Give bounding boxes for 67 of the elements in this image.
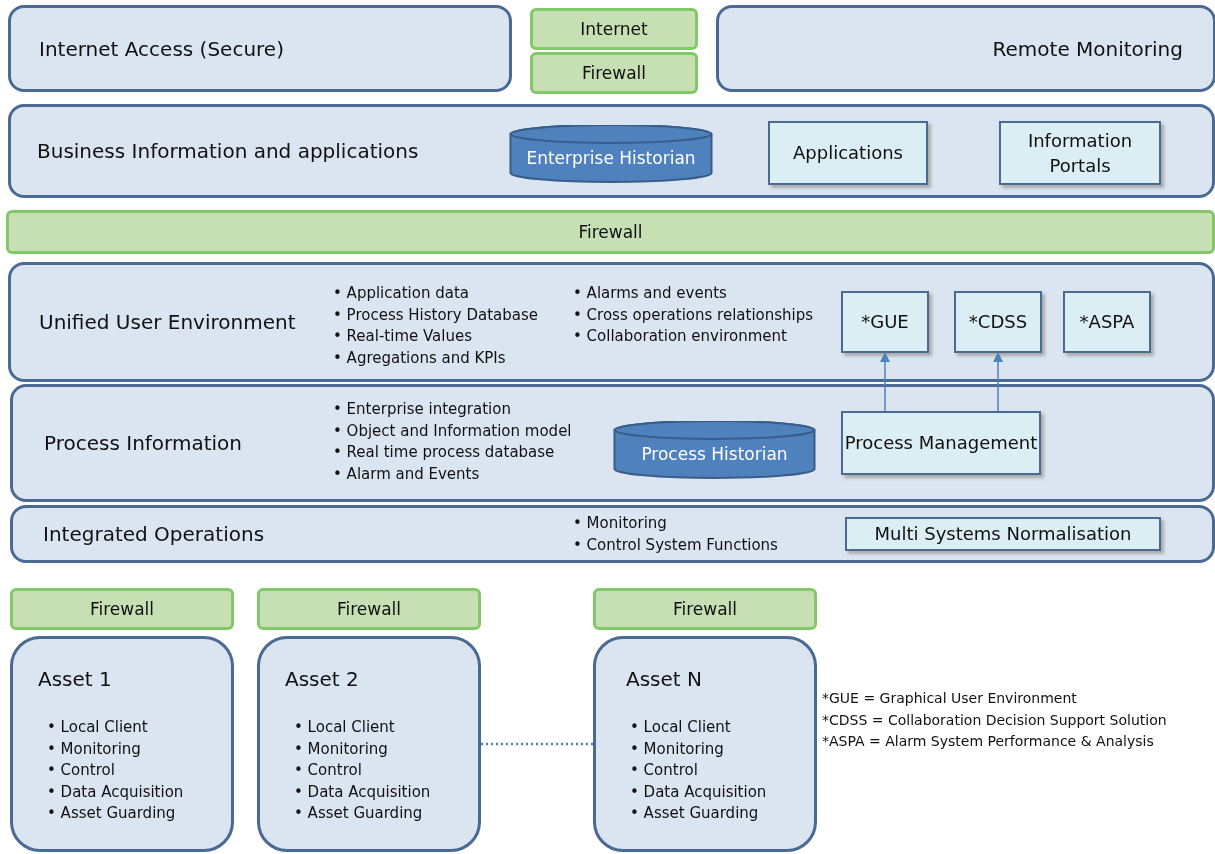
bullet-item: • Local Client: [294, 717, 396, 738]
bullet-item: • Monitoring: [294, 738, 389, 760]
module-box: Applications: [768, 121, 928, 185]
layer-panel: [716, 5, 1215, 92]
bullet-item: • Local Client: [47, 717, 149, 738]
bullet-item: • Control: [47, 760, 116, 781]
bullet-item: • Object and Information model: [333, 420, 572, 442]
bullet-item: • Control: [630, 760, 699, 781]
layer-heading: Asset 2: [285, 667, 359, 691]
asset-card: [257, 636, 481, 852]
firewall-box: Firewall: [10, 588, 234, 630]
arrow: [879, 351, 891, 412]
bullet-item: • Real-time Values: [333, 326, 474, 347]
layer-panel: [10, 505, 1215, 563]
bullet-item: • Local Client: [630, 717, 732, 738]
layer-panel: [8, 104, 1215, 198]
bullet-item: • Asset Guarding: [47, 803, 177, 824]
module-box: Multi Systems Normalisation: [845, 517, 1161, 551]
layer-heading: Process Information: [44, 431, 242, 455]
bullet-item: • Enterprise integration: [333, 399, 512, 420]
layer-heading: Business Information and applications: [37, 139, 419, 163]
bullet-item: • Monitoring: [573, 513, 668, 534]
bullet-item: • Agregations and KPIs: [333, 347, 507, 369]
module-box: Information Portals: [999, 121, 1161, 185]
firewall-box: Firewall: [593, 588, 817, 630]
module-box: *CDSS: [954, 291, 1042, 353]
bullet-item: • Monitoring: [630, 738, 725, 760]
firewall-box: Firewall: [6, 210, 1215, 254]
firewall-box: Firewall: [257, 588, 481, 630]
layer-heading: Unified User Environment: [39, 310, 296, 334]
firewall-box: Firewall: [530, 52, 698, 94]
layer-panel: [10, 384, 1215, 502]
firewall-box: Internet: [530, 8, 698, 50]
bullet-item: • Monitoring: [47, 738, 142, 760]
database-cylinder: [509, 125, 713, 183]
bullet-item: • Alarm and Events: [333, 463, 481, 485]
layer-panel: [8, 5, 512, 92]
bullet-item: • Real time process database: [333, 442, 556, 463]
dotted-connector: [481, 742, 593, 746]
module-box: Process Management: [841, 411, 1041, 475]
footnote: *CDSS = Collaboration Decision Support Solution: [822, 711, 1167, 728]
layer-heading: Integrated Operations: [43, 522, 265, 546]
bullet-item: • Asset Guarding: [630, 803, 760, 824]
layer-heading: Remote Monitoring: [992, 36, 1183, 61]
cylinder-label: Enterprise Historian: [526, 148, 696, 168]
bullet-item: • Alarms and events: [573, 283, 728, 304]
bullet-item: • Control: [294, 760, 363, 781]
arrow: [992, 351, 1004, 412]
cylinder-label: Process Historian: [641, 444, 788, 464]
database-cylinder: [613, 421, 816, 479]
module-box: *ASPA: [1063, 291, 1151, 353]
layer-panel: [8, 262, 1215, 382]
bullet-item: • Process History Database: [333, 304, 538, 326]
bullet-item: • Data Acquisition: [294, 781, 431, 803]
bullet-item: • Asset Guarding: [294, 803, 424, 824]
layer-heading: Asset 1: [38, 667, 112, 691]
bullet-item: • Data Acquisition: [47, 781, 184, 803]
bullet-item: • Application data: [333, 283, 470, 304]
bullet-item: • Data Acquisition: [630, 781, 767, 803]
bullet-item: • Collaboration environment: [573, 326, 788, 347]
layer-heading: Asset N: [626, 667, 702, 691]
bullet-item: • Control System Functions: [573, 534, 778, 556]
bullet-item: • Cross operations relationships: [573, 304, 814, 326]
asset-card: [10, 636, 234, 852]
asset-card: [593, 636, 817, 852]
layer-heading: Internet Access (Secure): [39, 36, 284, 61]
module-box: *GUE: [841, 291, 929, 353]
